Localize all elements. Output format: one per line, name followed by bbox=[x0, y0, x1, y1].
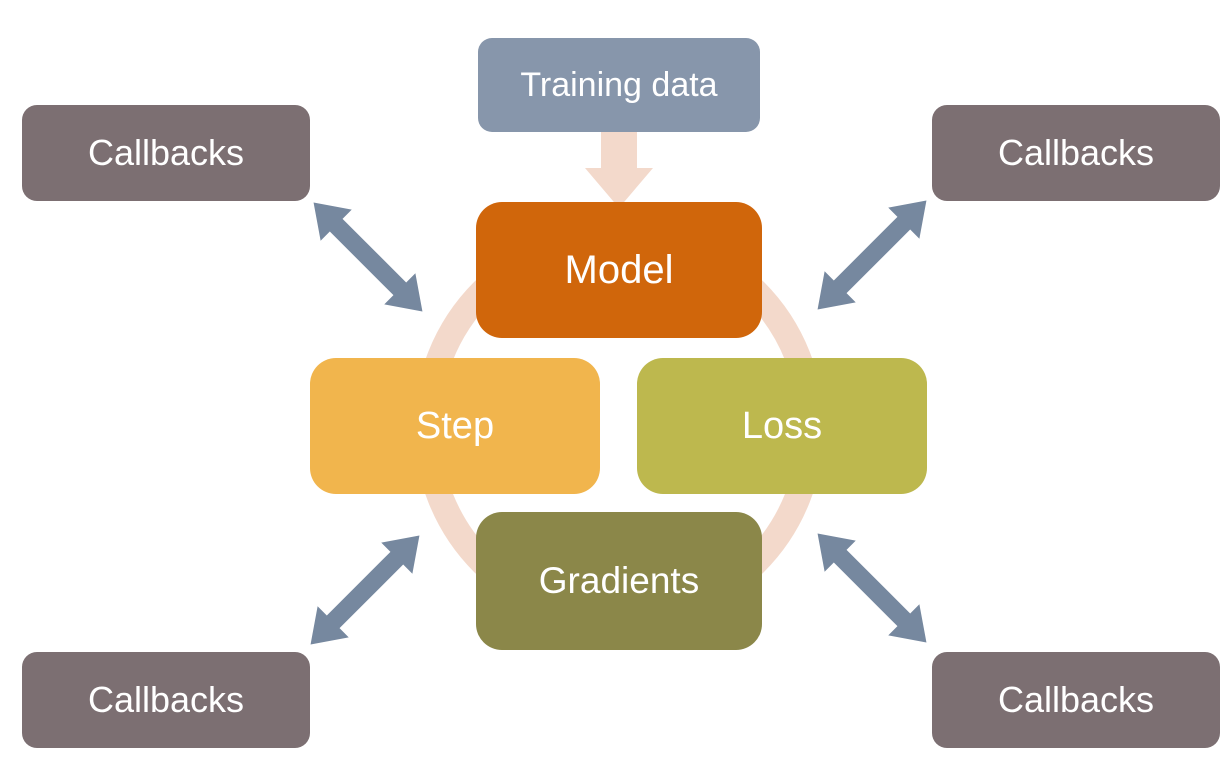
node-callbacks-top-left: Callbacks bbox=[22, 105, 310, 201]
node-model: Model bbox=[476, 202, 762, 338]
double-arrow-bottom-left-icon bbox=[310, 535, 420, 645]
double-arrow-top-right-icon bbox=[817, 200, 927, 310]
node-callbacks-top-left-label: Callbacks bbox=[87, 132, 245, 173]
node-loss-label: Loss bbox=[741, 404, 823, 447]
node-model-label: Model bbox=[564, 247, 674, 292]
node-gradients-label: Gradients bbox=[538, 560, 700, 601]
node-callbacks-bottom-right: Callbacks bbox=[932, 652, 1220, 748]
node-gradients: Gradients bbox=[476, 512, 762, 650]
node-callbacks-bottom-right-label: Callbacks bbox=[997, 679, 1155, 720]
node-step-label: Step bbox=[415, 404, 495, 447]
node-loss: Loss bbox=[637, 358, 927, 494]
double-arrow-bottom-right-icon bbox=[817, 533, 927, 643]
node-callbacks-top-right: Callbacks bbox=[932, 105, 1220, 201]
node-callbacks-top-right-label: Callbacks bbox=[997, 132, 1155, 173]
down-arrow-icon bbox=[585, 128, 653, 208]
node-training-data: Training data bbox=[478, 38, 760, 132]
node-step: Step bbox=[310, 358, 600, 494]
double-arrow-top-left-icon bbox=[313, 202, 423, 312]
node-training-data-label: Training data bbox=[520, 65, 718, 104]
node-callbacks-bottom-left: Callbacks bbox=[22, 652, 310, 748]
node-callbacks-bottom-left-label: Callbacks bbox=[87, 679, 245, 720]
